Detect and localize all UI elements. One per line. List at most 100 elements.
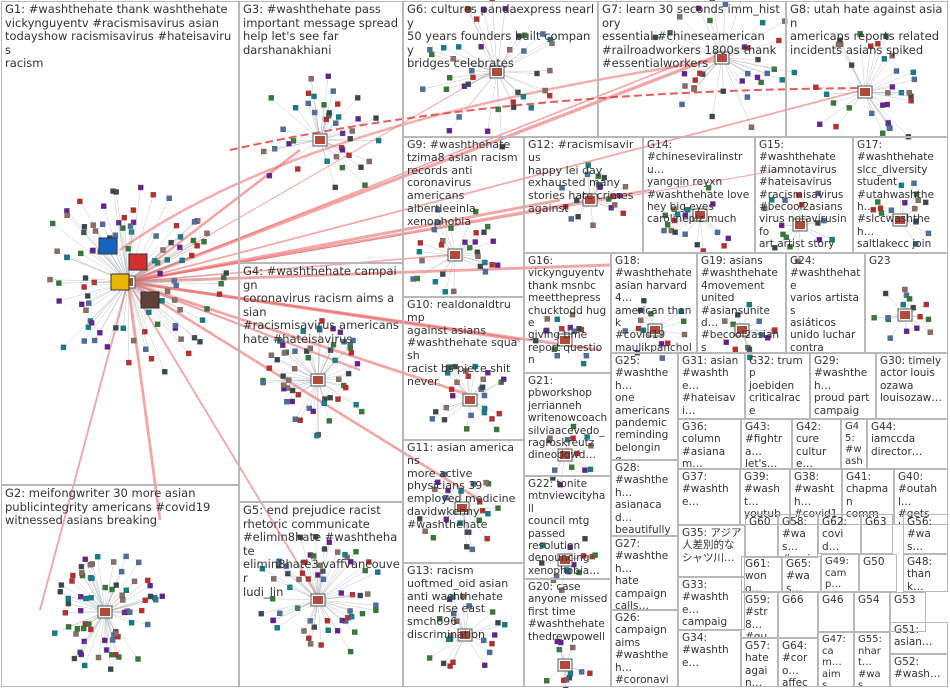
node xyxy=(268,95,274,101)
node xyxy=(558,639,564,646)
node xyxy=(464,5,471,12)
group-label-g18: G18: #washthehate asian harvard4… americ… xyxy=(615,255,692,353)
node xyxy=(544,678,550,684)
node xyxy=(875,41,881,47)
group-label-g55: G55: nhart… #was… xyxy=(858,634,882,687)
group-panel-g59: G59: #str8… #que… xyxy=(741,592,778,638)
node xyxy=(489,640,495,647)
node xyxy=(707,17,713,24)
edge xyxy=(127,225,177,283)
node xyxy=(674,211,681,217)
node xyxy=(82,556,88,562)
node xyxy=(335,396,341,402)
edge xyxy=(127,281,165,372)
node xyxy=(275,561,282,567)
node xyxy=(559,587,565,593)
node xyxy=(434,207,441,213)
group-label-g29: G29: #washtheh… proud part campaign… xyxy=(814,355,870,418)
node xyxy=(848,62,855,68)
node xyxy=(103,647,110,653)
edge xyxy=(127,280,601,352)
group-label-g40: G40: #outahl… #getsb… xyxy=(898,471,938,524)
node xyxy=(81,284,87,290)
node xyxy=(316,325,322,332)
group-label-g65: G65: #was… #was… xyxy=(786,558,812,592)
node xyxy=(682,83,688,89)
node xyxy=(620,210,626,217)
group-label-g1: G1: #washthehate thank washthehate vicky… xyxy=(5,2,232,71)
node xyxy=(464,529,470,535)
node xyxy=(289,398,295,405)
group-panel-g12: G12: #racismisavirus happy lei day exhau… xyxy=(524,137,643,253)
group-panel-g26: G26: campaign aims #washtheh… #coronavir… xyxy=(611,610,678,687)
node xyxy=(723,339,729,345)
node xyxy=(337,329,344,335)
edge xyxy=(272,598,319,601)
group-label-g30: G30: timely actor louis ozawa louisozaw… xyxy=(880,355,942,405)
node xyxy=(147,593,154,600)
node xyxy=(481,405,488,412)
node xyxy=(130,337,137,344)
edge xyxy=(262,568,319,601)
edge xyxy=(317,571,378,601)
edge xyxy=(127,281,182,340)
node xyxy=(332,184,338,191)
node xyxy=(347,648,354,655)
node xyxy=(580,553,587,559)
node xyxy=(177,234,184,240)
edge xyxy=(496,71,550,96)
node xyxy=(297,534,303,540)
group-panel-g35: G35: アジア 人差別的な シャツ川… xyxy=(678,525,745,577)
group-panel-g62: G62: covid… xyxy=(818,514,861,554)
edge xyxy=(449,71,498,131)
edge xyxy=(864,46,872,93)
node xyxy=(80,625,87,632)
node xyxy=(691,86,697,92)
node xyxy=(52,630,58,636)
edge xyxy=(864,43,879,93)
node xyxy=(709,113,715,120)
hub-node xyxy=(128,253,148,271)
node xyxy=(472,363,478,370)
node xyxy=(338,590,344,596)
node xyxy=(194,243,200,249)
group-panel-g1: G1: #washthehate thank washthehate vicky… xyxy=(1,1,239,485)
node xyxy=(123,587,130,593)
group-panel-g58: G58: #was… #racis… xyxy=(778,514,818,558)
node xyxy=(321,400,327,406)
group-panel-g63: G63 xyxy=(861,514,893,554)
node xyxy=(787,244,793,250)
node xyxy=(769,197,775,203)
edge xyxy=(669,32,723,59)
group-panel-g49: G49: camp… xyxy=(821,554,859,592)
group-label-g20: G20: case anyone missed first time #wash… xyxy=(528,581,608,643)
node xyxy=(469,546,475,553)
node xyxy=(927,329,933,335)
node xyxy=(348,559,354,565)
node xyxy=(77,198,83,205)
node xyxy=(268,352,275,358)
node xyxy=(56,298,62,304)
edge xyxy=(721,20,785,59)
edge xyxy=(838,44,866,93)
node xyxy=(830,100,837,106)
edge xyxy=(66,210,129,283)
edge xyxy=(317,570,366,601)
node xyxy=(507,47,513,53)
node xyxy=(416,249,423,255)
edge xyxy=(317,552,338,601)
node xyxy=(218,281,224,287)
node xyxy=(83,595,89,602)
edge xyxy=(271,97,321,141)
node xyxy=(547,92,553,99)
edge xyxy=(310,599,319,644)
node xyxy=(277,610,283,616)
node xyxy=(483,479,489,486)
group-label-g37: G37: #washthe… xyxy=(682,471,729,508)
group-label-g59: G59: #str8… #que… xyxy=(745,594,771,638)
edge xyxy=(127,281,208,310)
node xyxy=(464,426,470,432)
group-label-g42: G42: cure culture… xyxy=(796,421,827,469)
edge xyxy=(721,0,742,59)
node xyxy=(327,395,333,401)
